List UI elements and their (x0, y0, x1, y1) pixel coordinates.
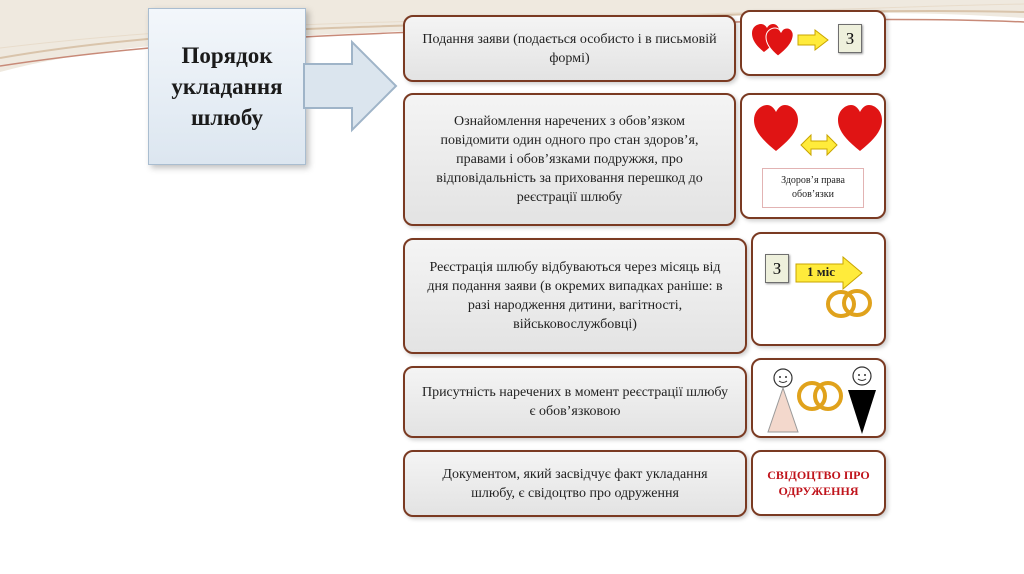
step-5-box: Документом, який засвідчує факт укладанн… (403, 450, 747, 517)
groom-icon (848, 366, 876, 434)
bride-icon (767, 368, 799, 433)
certificate-label: СВІДОЦТВО ПРО ОДРУЖЕННЯ (767, 468, 870, 498)
step-2-text: Ознайомлення наречених з обов’язком пові… (436, 114, 703, 205)
health-rights-label: Здоров’я права обов’язки (762, 168, 864, 208)
two-hearts-icon (752, 24, 794, 57)
step-3-text: Реєстрація шлюбу відбуваються через міся… (427, 260, 723, 332)
one-month-arrow-icon (795, 256, 863, 290)
registration-document-icon: З (765, 254, 789, 283)
registration-icon-box: З 1 міс (751, 232, 886, 346)
double-arrow-icon (800, 133, 838, 157)
step-4-text: Присутність наречених в момент реєстраці… (421, 385, 729, 419)
certificate-icon-box: СВІДОЦТВО ПРО ОДРУЖЕННЯ (751, 450, 886, 516)
one-month-label: 1 міс (807, 264, 835, 279)
big-arrow-icon (303, 39, 398, 133)
step-1-box: Подання заяви (подається особисто і в пи… (403, 15, 736, 82)
right-arrow-icon (797, 29, 829, 51)
presence-icon-box (751, 358, 886, 438)
application-icon-box: З (740, 10, 886, 76)
step-3-box: Реєстрація шлюбу відбуваються через міся… (403, 238, 747, 354)
step-4-box: Присутність наречених в момент реєстраці… (403, 366, 747, 438)
application-document-icon: З (838, 24, 862, 53)
health-icon-box: Здоров’я права обов’язки (740, 93, 886, 219)
title-box: Порядок укладання шлюбу (148, 8, 306, 165)
step-5-text: Документом, який засвідчує факт укладанн… (442, 466, 708, 501)
presence-rings-icon (797, 381, 843, 411)
heart-right-icon (838, 105, 882, 151)
step-2-box: Ознайомлення наречених з обов’язком пові… (403, 93, 736, 226)
heart-left-icon (754, 105, 798, 151)
step-1-text: Подання заяви (подається особисто і в пи… (422, 31, 717, 66)
wedding-rings-icon (826, 289, 872, 318)
page-title: Порядок укладання шлюбу (171, 43, 283, 130)
